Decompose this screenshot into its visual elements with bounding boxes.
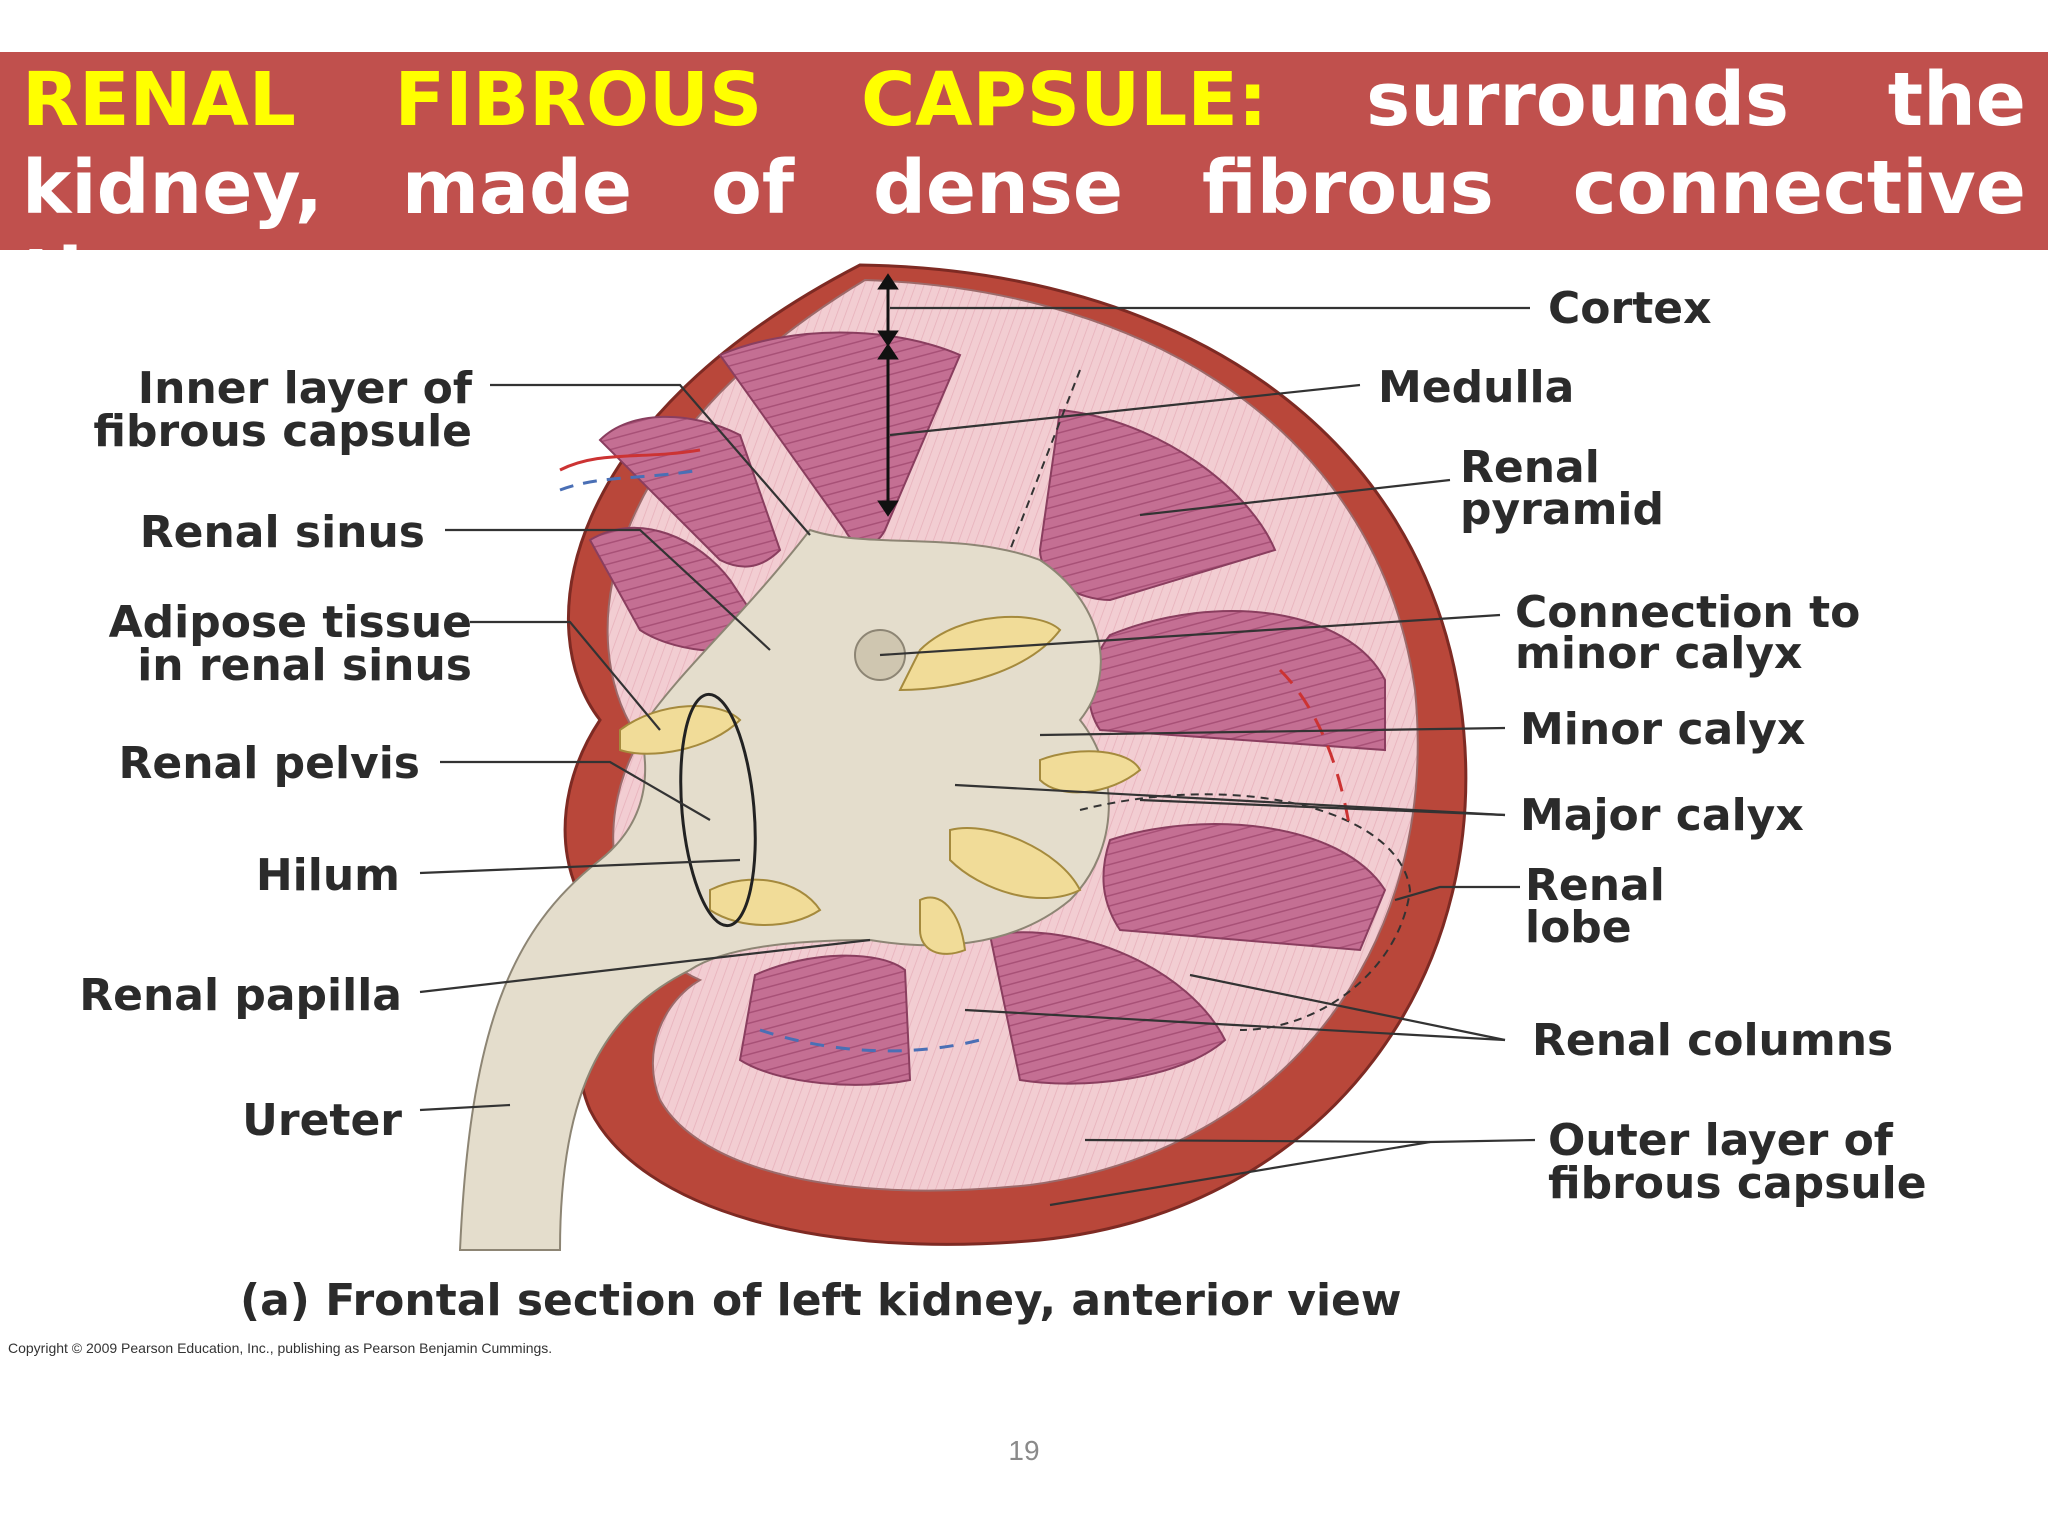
title-highlight: RENAL FIBROUS CAPSULE:	[22, 57, 1268, 143]
label-renal-pyramid-line1: Renal	[1460, 442, 1600, 493]
figure-caption: (a) Frontal section of left kidney, ante…	[240, 1275, 1402, 1326]
label-outer-layer-line1: Outer layer of	[1548, 1115, 1894, 1166]
label-hilum: Hilum	[256, 850, 400, 901]
label-medulla: Medulla	[1378, 362, 1574, 413]
label-adipose-line1: Adipose tissue	[109, 597, 472, 648]
label-renal-pelvis: Renal pelvis	[118, 738, 420, 789]
label-ureter: Ureter	[242, 1095, 402, 1146]
title-rest: surrounds the kidney, made of dense fibr…	[22, 57, 2026, 319]
label-cortex: Cortex	[1548, 283, 1711, 334]
label-adipose-line2: in renal sinus	[137, 640, 472, 691]
page-number: 19	[1008, 1435, 1040, 1466]
label-major-calyx: Major calyx	[1520, 790, 1804, 841]
label-minor-calyx: Minor calyx	[1520, 704, 1805, 755]
copyright-notice: Copyright © 2009 Pearson Education, Inc.…	[8, 1340, 552, 1356]
label-renal-sinus: Renal sinus	[140, 507, 425, 558]
hilum-outline	[679, 692, 757, 928]
label-renal-pyramid-line2: pyramid	[1460, 484, 1664, 535]
label-renal-papilla: Renal papilla	[79, 970, 402, 1021]
label-connection-line1: Connection to	[1515, 587, 1860, 638]
renal-lobe-outline	[1079, 793, 1412, 1031]
label-renal-lobe-line2: lobe	[1525, 902, 1632, 953]
kidney-diagram: Cortex Medulla Renal pyramid Connection …	[8, 263, 1927, 1356]
label-renal-lobe-line1: Renal	[1525, 860, 1665, 911]
label-connection-line2: minor calyx	[1515, 628, 1802, 679]
title-banner: RENAL FIBROUS CAPSULE: surrounds the kid…	[0, 52, 2048, 319]
label-renal-columns: Renal columns	[1532, 1015, 1893, 1066]
label-inner-layer-line2: fibrous capsule	[93, 406, 472, 457]
slide-title: RENAL FIBROUS CAPSULE: surrounds the kid…	[22, 56, 2026, 320]
label-outer-layer-line2: fibrous capsule	[1548, 1158, 1927, 1209]
label-inner-layer-line1: Inner layer of	[138, 363, 473, 414]
lobe-divider	[1009, 369, 1081, 551]
depth-arrows	[877, 273, 899, 517]
leader-lines	[419, 306, 1536, 1207]
